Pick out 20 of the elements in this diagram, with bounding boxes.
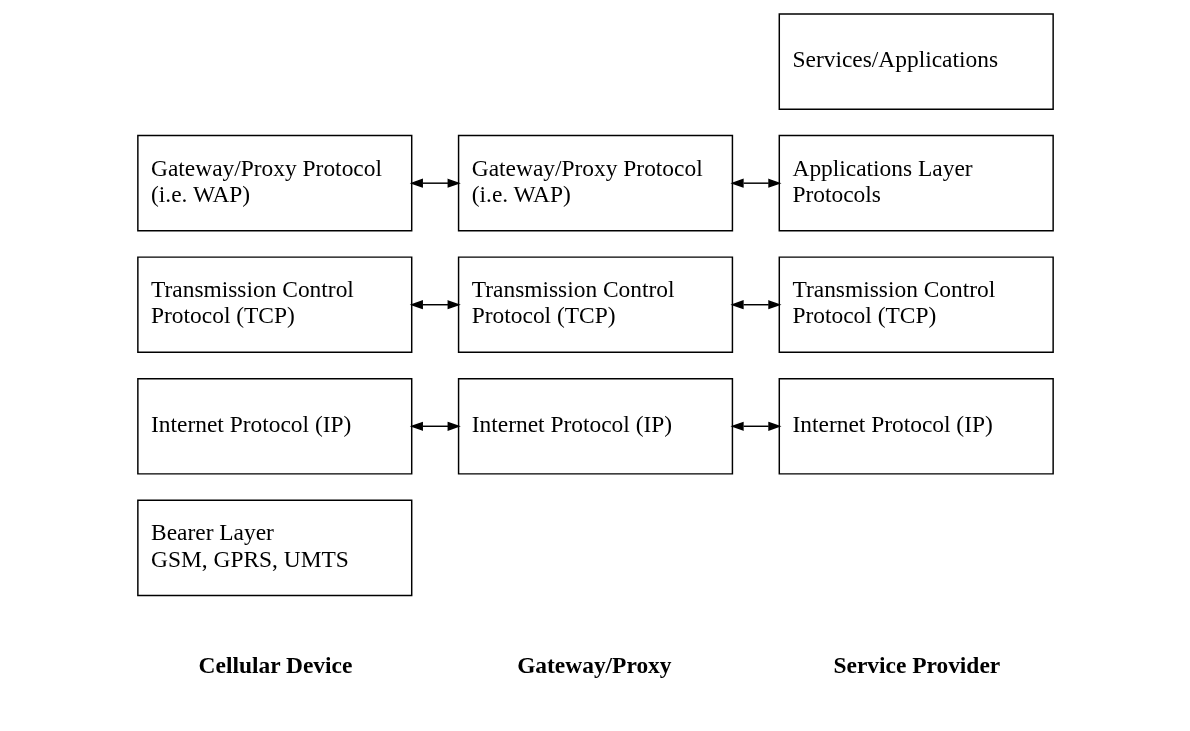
node-box: Bearer Layer GSM, GPRS, UMTS — [136, 499, 412, 597]
label: Cellular Device — [198, 652, 352, 679]
label: Gateway/Proxy — [516, 652, 672, 679]
node-box: Services/Applications — [778, 13, 1054, 110]
arrow — [409, 178, 461, 188]
label: Service Provider — [832, 652, 1000, 679]
node-box: Internet Protocol (IP) — [457, 377, 733, 475]
node-box: Applications Layer Protocols — [778, 134, 1054, 232]
arrow — [729, 178, 781, 188]
node-box: Internet Protocol (IP) — [778, 377, 1054, 475]
node-box: Transmission Control Protocol (TCP) — [778, 256, 1054, 354]
arrow — [409, 300, 461, 310]
node-box: Internet Protocol (IP) — [136, 377, 412, 475]
node-box: Gateway/Proxy Protocol (i.e. WAP) — [136, 134, 412, 232]
arrow — [729, 421, 781, 431]
node-box: Gateway/Proxy Protocol (i.e. WAP) — [457, 134, 733, 232]
node-box: Transmission Control Protocol (TCP) — [457, 256, 733, 354]
arrow — [729, 300, 781, 310]
node-box: Transmission Control Protocol (TCP) — [136, 256, 412, 354]
arrow — [409, 421, 461, 431]
